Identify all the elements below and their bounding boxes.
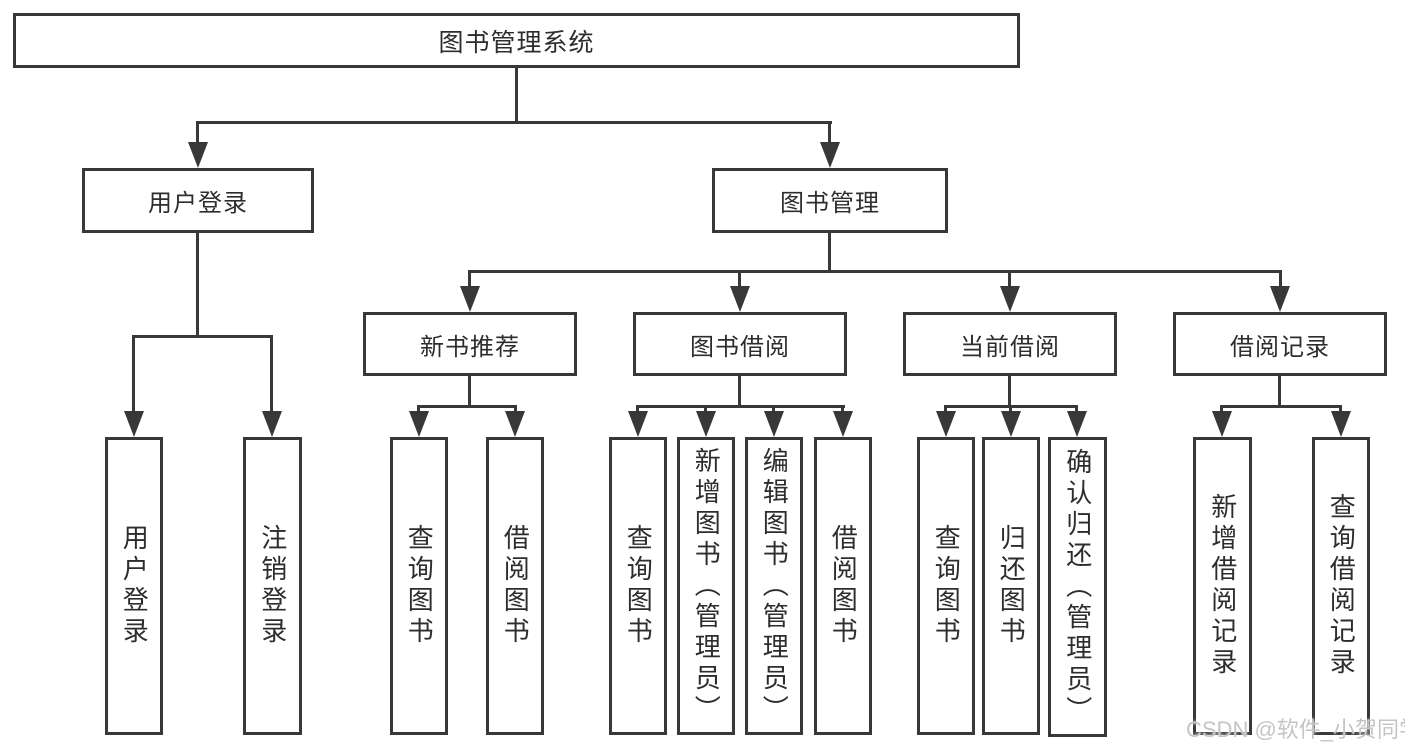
node-leaf-query-borrow-record: 查询借阅记录 — [1312, 437, 1370, 735]
node-user-login-group: 用户登录 — [82, 168, 314, 233]
node-borrow-records: 借阅记录 — [1173, 312, 1387, 376]
arrow-down-icon — [409, 411, 429, 437]
node-label: 新增图书（管理员） — [691, 446, 722, 726]
arrow-down-icon — [730, 286, 750, 312]
node-leaf-query-books-recommend: 查询图书 — [390, 437, 448, 735]
node-leaf-query-books-borrow: 查询图书 — [609, 437, 667, 735]
csdn-watermark: CSDN @软件_小贺同学 — [1186, 717, 1405, 742]
node-leaf-query-books-current: 查询图书 — [917, 437, 975, 735]
connector-line — [196, 121, 832, 124]
node-library-management-system: 图书管理系统 — [13, 13, 1020, 68]
connector-line — [132, 335, 273, 338]
connector-line — [1009, 405, 1012, 414]
connector-line — [1220, 405, 1342, 408]
connector-line — [468, 270, 1282, 273]
arrow-down-icon — [188, 142, 208, 168]
node-label: 借阅图书 — [500, 524, 531, 648]
connector-line — [841, 405, 844, 414]
node-leaf-add-borrow-record: 新增借阅记录 — [1193, 437, 1252, 735]
connector-line — [1279, 270, 1282, 289]
connector-line — [468, 270, 471, 289]
connector-line — [828, 121, 831, 146]
node-new-book-recommend: 新书推荐 — [363, 312, 577, 376]
arrow-down-icon — [833, 411, 853, 437]
arrow-down-icon — [1270, 286, 1290, 312]
connector-line — [417, 405, 420, 414]
arrow-down-icon — [628, 411, 648, 437]
arrow-down-icon — [1000, 286, 1020, 312]
node-leaf-return-books: 归还图书 — [982, 437, 1040, 735]
node-label: 查询图书 — [404, 524, 435, 648]
arrow-down-icon — [262, 411, 282, 437]
node-label: 查询图书 — [623, 524, 654, 648]
node-label: 当前借阅 — [960, 333, 1060, 361]
node-label: 借阅记录 — [1230, 333, 1330, 361]
connector-line — [196, 233, 199, 338]
node-label: 注销登录 — [257, 524, 288, 648]
arrow-down-icon — [696, 411, 716, 437]
connector-line — [1008, 270, 1011, 289]
connector-line — [468, 376, 471, 408]
node-current-borrow: 当前借阅 — [903, 312, 1117, 376]
connector-line — [636, 405, 845, 408]
node-label: 新书推荐 — [420, 333, 520, 361]
node-label: 确认归还（管理员） — [1062, 447, 1093, 727]
connector-line — [515, 68, 518, 124]
connector-line — [1008, 376, 1011, 408]
node-label: 用户登录 — [148, 190, 248, 217]
arrow-down-icon — [1001, 411, 1021, 437]
node-label: 图书管理 — [780, 190, 880, 217]
connector-line — [704, 405, 707, 414]
node-label: 查询图书 — [931, 524, 962, 648]
connector-line — [1278, 376, 1281, 408]
connector-line — [636, 405, 639, 414]
connector-line — [1220, 405, 1223, 414]
connector-line — [196, 121, 199, 146]
node-book-borrow: 图书借阅 — [633, 312, 847, 376]
connector-line — [132, 335, 135, 413]
arrow-down-icon — [936, 411, 956, 437]
arrow-down-icon — [1067, 411, 1087, 437]
arrow-down-icon — [820, 142, 840, 168]
node-leaf-borrow-books-recommend: 借阅图书 — [486, 437, 544, 735]
node-label: 图书管理系统 — [438, 28, 595, 57]
connector-line — [772, 405, 775, 414]
connector-line — [270, 335, 273, 413]
arrow-down-icon — [505, 411, 525, 437]
node-label: 新增借阅记录 — [1207, 493, 1238, 679]
connector-line — [1339, 405, 1342, 414]
node-label: 查询借阅记录 — [1326, 493, 1357, 679]
node-book-management: 图书管理 — [712, 168, 948, 233]
node-label: 图书借阅 — [690, 333, 790, 361]
arrow-down-icon — [1212, 411, 1232, 437]
arrow-down-icon — [1331, 411, 1351, 437]
arrow-down-icon — [124, 411, 144, 437]
arrow-down-icon — [460, 286, 480, 312]
connector-line — [417, 405, 517, 408]
connector-line — [944, 405, 947, 414]
connector-line — [514, 405, 517, 414]
node-label: 归还图书 — [996, 524, 1027, 648]
connector-line — [738, 376, 741, 408]
node-leaf-edit-books-admin: 编辑图书（管理员） — [745, 437, 803, 735]
connector-line — [738, 270, 741, 289]
node-leaf-add-books-admin: 新增图书（管理员） — [677, 437, 735, 735]
node-label: 编辑图书（管理员） — [759, 446, 790, 726]
node-label: 用户登录 — [119, 524, 150, 648]
node-leaf-borrow-books: 借阅图书 — [814, 437, 872, 735]
arrow-down-icon — [764, 411, 784, 437]
connector-line — [828, 233, 831, 273]
node-leaf-confirm-return-admin: 确认归还（管理员） — [1048, 437, 1107, 737]
node-leaf-user-login: 用户登录 — [105, 437, 163, 735]
node-leaf-logout: 注销登录 — [243, 437, 302, 735]
connector-line — [1075, 405, 1078, 414]
node-label: 借阅图书 — [828, 524, 859, 648]
